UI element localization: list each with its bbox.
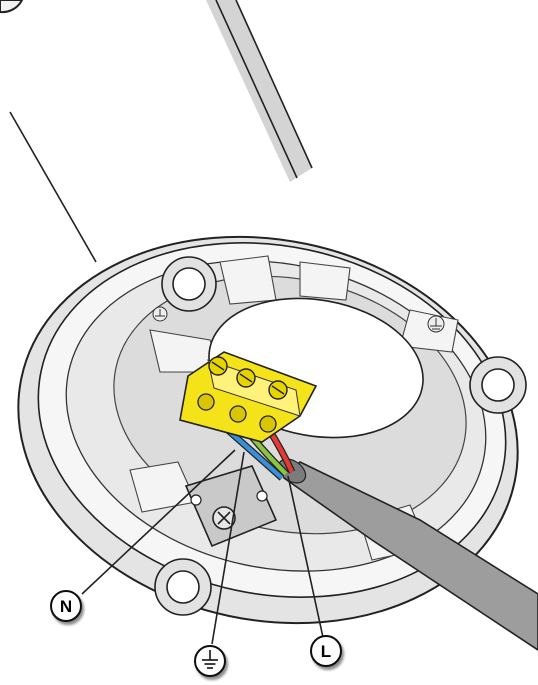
leader-earth [211, 451, 245, 645]
callout-neutral [50, 590, 82, 622]
hanging-wire [9, 111, 97, 263]
earth-mark-left [152, 306, 168, 322]
leader-neutral [81, 449, 236, 595]
screw-hole-bottom-left [154, 558, 212, 616]
screw-hole-right [469, 356, 527, 414]
earth-ground-icon [202, 650, 218, 669]
leader-live [287, 475, 325, 643]
corner-fragment [0, 0, 24, 14]
suspension-rod [206, 0, 313, 182]
callout-live-label: L [321, 642, 331, 661]
terminal-block [179, 351, 318, 443]
supply-cable [277, 458, 538, 651]
screw-hole-top-left [161, 256, 217, 312]
earth-mark-right [427, 315, 445, 333]
callout-neutral-label: N [60, 597, 72, 616]
callout-live [310, 635, 342, 667]
callout-earth [194, 645, 226, 677]
earth-bracket [184, 465, 278, 548]
